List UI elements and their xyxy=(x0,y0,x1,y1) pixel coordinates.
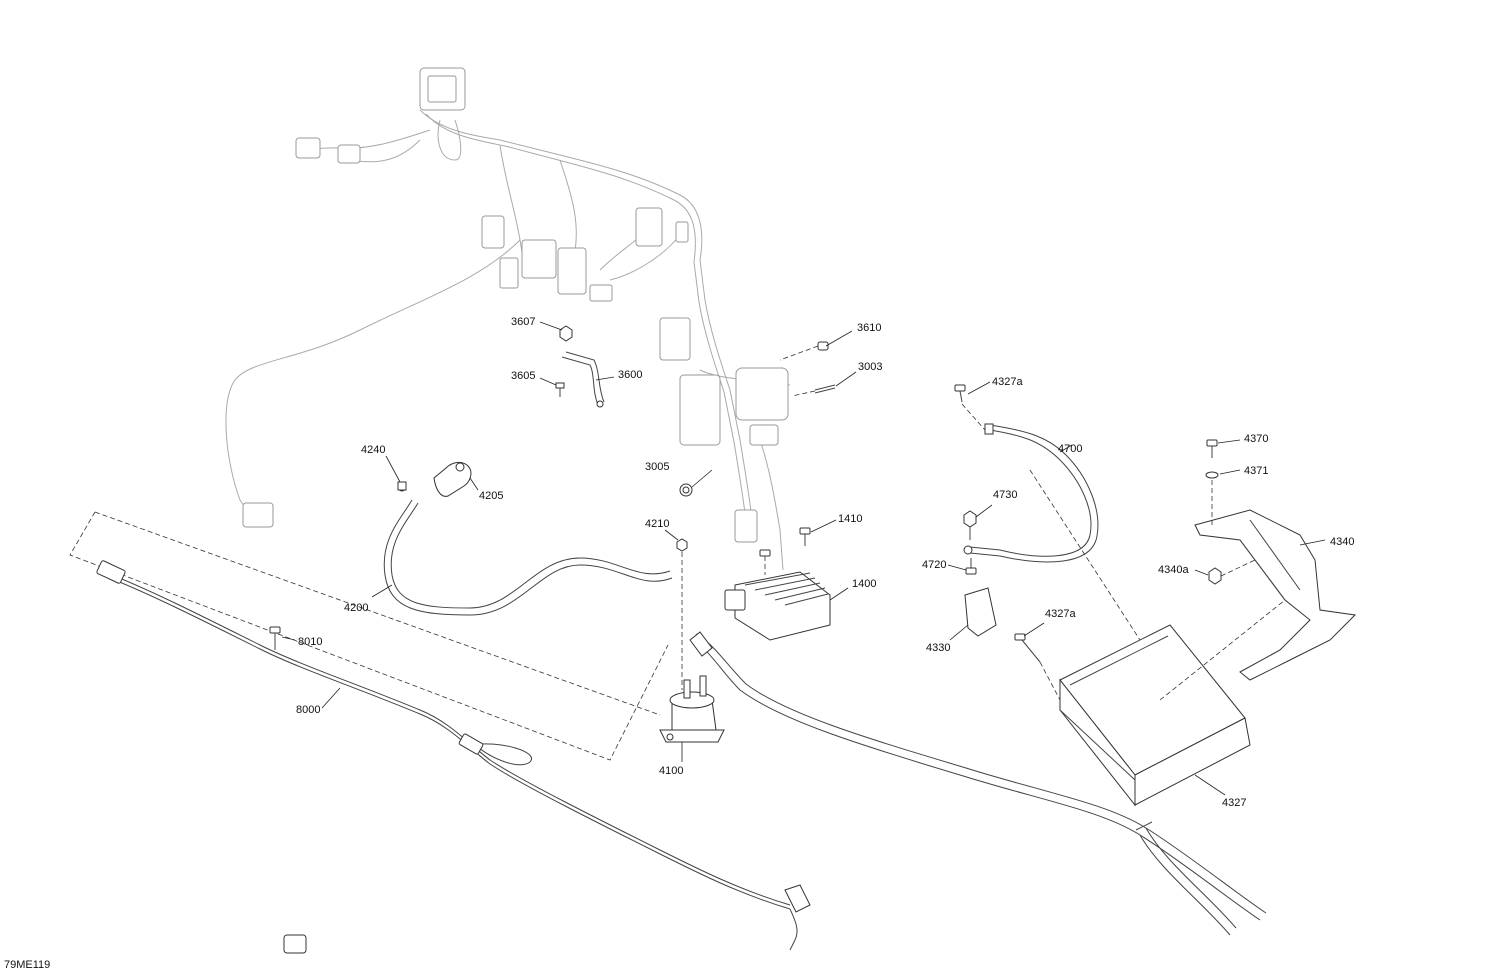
callout-8000: 8000 xyxy=(296,704,320,716)
callout-3607: 3607 xyxy=(511,316,535,328)
callout-4370: 4370 xyxy=(1244,433,1268,445)
callout-8010: 8010 xyxy=(298,636,322,648)
callout-4340: 4340 xyxy=(1330,536,1354,548)
callout-4700: 4700 xyxy=(1058,443,1082,455)
screws-3610-3003-3005 xyxy=(679,330,857,497)
callout-4210: 4210 xyxy=(645,518,669,530)
callout-4327a-mid: 4327a xyxy=(1045,608,1076,620)
diagram-reference-code: 79ME119 xyxy=(4,959,50,971)
accessory-harness-8000 xyxy=(96,560,811,954)
callout-4240: 4240 xyxy=(361,444,385,456)
starter-solenoid-4100 xyxy=(69,511,725,762)
callout-3600: 3600 xyxy=(618,369,642,381)
ground-cable-4700 xyxy=(963,423,1141,641)
cable-4200 xyxy=(371,455,673,616)
callout-4720: 4720 xyxy=(922,559,946,571)
callout-4205: 4205 xyxy=(479,490,503,502)
callout-4100: 4100 xyxy=(659,765,683,777)
ground-strap-3600 xyxy=(539,321,615,408)
battery-positive-cable xyxy=(689,631,1267,936)
fasteners-4327a-4730-4720 xyxy=(947,381,993,575)
callout-4327: 4327 xyxy=(1222,797,1246,809)
callout-3005: 3005 xyxy=(645,461,669,473)
callout-4730: 4730 xyxy=(993,489,1017,501)
callout-4327a-top: 4327a xyxy=(992,376,1023,388)
callout-1400: 1400 xyxy=(852,578,876,590)
screw-4327a-mid xyxy=(1014,622,1061,701)
callout-1410: 1410 xyxy=(838,513,862,525)
callout-3610: 3610 xyxy=(857,322,881,334)
callout-4200: 4200 xyxy=(344,602,368,614)
callout-3003: 3003 xyxy=(858,361,882,373)
battery-4327 xyxy=(1059,624,1251,807)
battery-bracket-4340 xyxy=(1159,439,1357,701)
terminal-cover-4330 xyxy=(949,587,997,641)
main-wiring-harness xyxy=(225,67,791,571)
voltage-regulator-1400 xyxy=(724,519,849,641)
callout-labels: 3607 3610 3605 3600 3003 4327a 4240 4205… xyxy=(296,316,1354,809)
callout-3605: 3605 xyxy=(511,370,535,382)
nut-4210 xyxy=(664,529,688,690)
callout-4340a: 4340a xyxy=(1158,564,1189,576)
callout-4371: 4371 xyxy=(1244,465,1268,477)
callout-4330: 4330 xyxy=(926,642,950,654)
